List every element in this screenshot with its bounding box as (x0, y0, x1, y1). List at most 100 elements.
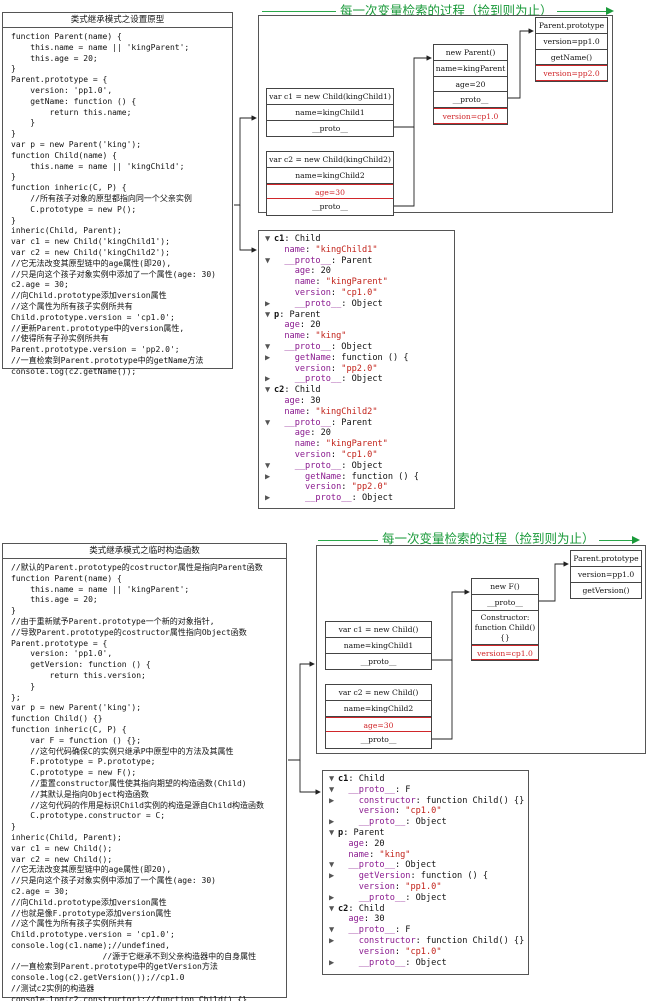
console-row[interactable]: ▼c1: Child (265, 234, 448, 245)
code-line: //也就是像F.prototype添加version属性 (11, 908, 172, 918)
expanded-triangle-icon[interactable]: ▼ (329, 925, 335, 936)
expanded-triangle-icon[interactable]: ▼ (329, 903, 335, 914)
console-row[interactable]: ▶ getName: function () { (265, 472, 448, 483)
expanded-triangle-icon[interactable]: ▼ (265, 460, 271, 471)
console-row[interactable]: ▼p: Parent (329, 828, 522, 839)
console-panel-2: ▼c1: Child▼ __proto__: F▶ constructor: f… (322, 770, 529, 975)
expanded-triangle-icon[interactable]: ▼ (265, 309, 271, 320)
box-parent-instance-cell: __proto__ (434, 92, 507, 109)
code-line: //向Child.prototype添加version属性 (11, 291, 167, 301)
expanded-triangle-icon[interactable]: ▼ (265, 234, 271, 244)
box-c2-cell: var c2 = new Child() (326, 685, 431, 701)
console-row: name: "kingChild2" (265, 407, 448, 418)
console-row[interactable]: ▼ __proto__: Object (265, 342, 448, 353)
console-row: age: 20 (265, 428, 448, 439)
code-line: } (11, 681, 36, 691)
expanded-triangle-icon[interactable]: ▼ (265, 417, 271, 428)
expanded-triangle-icon[interactable]: ▼ (329, 860, 335, 871)
console-row[interactable]: ▶ __proto__: Object (329, 958, 522, 969)
box-c1-cell: name=kingChild1 (267, 105, 393, 121)
collapsed-triangle-icon[interactable]: ▶ (329, 957, 335, 968)
code-line: //所有孩子对象的原型都指向同一个父亲实例 (11, 193, 192, 203)
collapsed-triangle-icon[interactable]: ▶ (329, 795, 335, 806)
code-line: }; (11, 692, 21, 702)
collapsed-triangle-icon[interactable]: ▶ (329, 935, 335, 946)
box-parent-prototype-cell: getName() (536, 50, 607, 66)
console-row[interactable]: ▼ __proto__: Parent (265, 256, 448, 267)
console-row[interactable]: ▼ __proto__: F (329, 785, 522, 796)
console-row: name: "kingParent" (265, 277, 448, 288)
console-row[interactable]: ▶ __proto__: Object (265, 299, 448, 310)
collapsed-triangle-icon[interactable]: ▶ (265, 374, 271, 385)
collapsed-triangle-icon[interactable]: ▶ (265, 493, 271, 504)
box-c1-cell: name=kingChild1 (326, 638, 431, 654)
console-row[interactable]: ▼ __proto__: Object (329, 860, 522, 871)
code-line: //一直检索到Parent.prototype中的getVersion方法 (11, 962, 218, 972)
expanded-triangle-icon[interactable]: ▼ (329, 774, 335, 784)
box-parent-prototype-cell: Parent.prototype (536, 18, 607, 34)
box-f-instance-cell: version=cp1.0 (472, 644, 538, 661)
code-line: var c2 = new Child('kingChild2'); (11, 247, 170, 257)
code1-to-console-arrow (239, 205, 257, 253)
console-row[interactable]: ▼ __proto__: Parent (265, 418, 448, 429)
code-panel-2: 类式继承模式之临时构造函数 //默认的Parent.prototype的cost… (2, 543, 287, 1001)
console-row[interactable]: ▶ getVersion: function () { (329, 871, 522, 882)
console-row[interactable]: ▶ __proto__: Object (265, 374, 448, 385)
code-line: return this.version; (11, 670, 146, 680)
collapsed-triangle-icon[interactable]: ▶ (265, 298, 271, 309)
console-row: name: "kingChild1" (265, 245, 448, 256)
console-row[interactable]: ▶ __proto__: Object (329, 893, 522, 904)
console-row[interactable]: ▶ __proto__: Object (329, 817, 522, 828)
code-line: Parent.prototype = { (11, 638, 108, 648)
collapsed-triangle-icon[interactable]: ▶ (329, 817, 335, 828)
expanded-triangle-icon[interactable]: ▼ (329, 784, 335, 795)
console-row-text: age: 30 (284, 395, 321, 406)
expanded-triangle-icon[interactable]: ▼ (265, 255, 271, 266)
box-c2: var c2 = new Child() name=kingChild2 age… (325, 684, 432, 750)
console-row[interactable]: ▶ constructor: function Child() {} (329, 795, 524, 807)
code1-to-diagram-arrow (234, 115, 257, 206)
console-row[interactable]: ▼c2: Child (329, 904, 522, 915)
banner-2-arrowhead (632, 536, 640, 544)
box-c1: var c1 = new Child() name=kingChild1 __p… (325, 621, 432, 671)
console-row[interactable]: ▶ constructor: function Child() {} (329, 935, 524, 947)
console-row[interactable]: ▶ __proto__: Object (265, 493, 448, 504)
console-row[interactable]: ▼ __proto__: Object (265, 461, 448, 472)
code-line: Child.prototype.version = 'cp1.0'; (11, 312, 175, 322)
box-c1-cell: var c1 = new Child() (326, 622, 431, 638)
console-row-text: c2: Child (338, 903, 385, 914)
box-parent-instance-cell: new Parent() (434, 45, 507, 61)
console-row-text: age: 20 (284, 320, 321, 331)
console-row-text: __proto__: Object (294, 298, 383, 309)
console-row: name: "kingParent" (265, 439, 448, 450)
collapsed-triangle-icon[interactable]: ▶ (265, 471, 271, 482)
console-row-text: version: "pp2.0" (294, 363, 378, 374)
expanded-triangle-icon[interactable]: ▼ (329, 827, 335, 838)
console-row[interactable]: ▼ __proto__: F (329, 925, 522, 936)
console-row[interactable]: ▼c2: Child (265, 385, 448, 396)
expanded-triangle-icon[interactable]: ▼ (265, 385, 271, 396)
code-line: //只是向这个孩子对象实例中添加了一个属性(age: 30) (11, 876, 216, 886)
console-row: name: "king" (329, 850, 522, 861)
code-line: //导致Parent.prototype的costructor属性指向Objec… (11, 627, 247, 637)
console-row[interactable]: ▶ getName: function () { (265, 353, 448, 364)
console-row-text: __proto__: Object (358, 817, 447, 828)
code-line: this.age = 20; (11, 595, 98, 605)
box-f-instance-cell: __proto__ (472, 595, 538, 611)
box-parent-prototype-cell: version=pp1.0 (571, 567, 641, 583)
console-row[interactable]: ▼c1: Child (329, 774, 522, 785)
console-row-text: getVersion: function () { (358, 871, 489, 882)
code-line: var c1 = new Child('kingChild1'); (11, 237, 170, 247)
expanded-triangle-icon[interactable]: ▼ (265, 341, 271, 352)
box-c1: var c1 = new Child(kingChild1) name=king… (266, 88, 394, 138)
box-parent-prototype-cell: version=pp2.0 (536, 65, 607, 82)
box-c1-cell: var c1 = new Child(kingChild1) (267, 89, 393, 105)
collapsed-triangle-icon[interactable]: ▶ (265, 352, 271, 363)
console-row-text: age: 20 (294, 266, 331, 277)
console-row[interactable]: ▼p: Parent (265, 310, 448, 321)
code-line: //只是向这个孩子对象实例中添加了一个属性(age: 30) (11, 269, 216, 279)
collapsed-triangle-icon[interactable]: ▶ (329, 892, 335, 903)
collapsed-triangle-icon[interactable]: ▶ (329, 871, 335, 882)
c1-proto-arrow (394, 55, 432, 128)
code-line: version: 'pp1.0', (11, 649, 113, 659)
